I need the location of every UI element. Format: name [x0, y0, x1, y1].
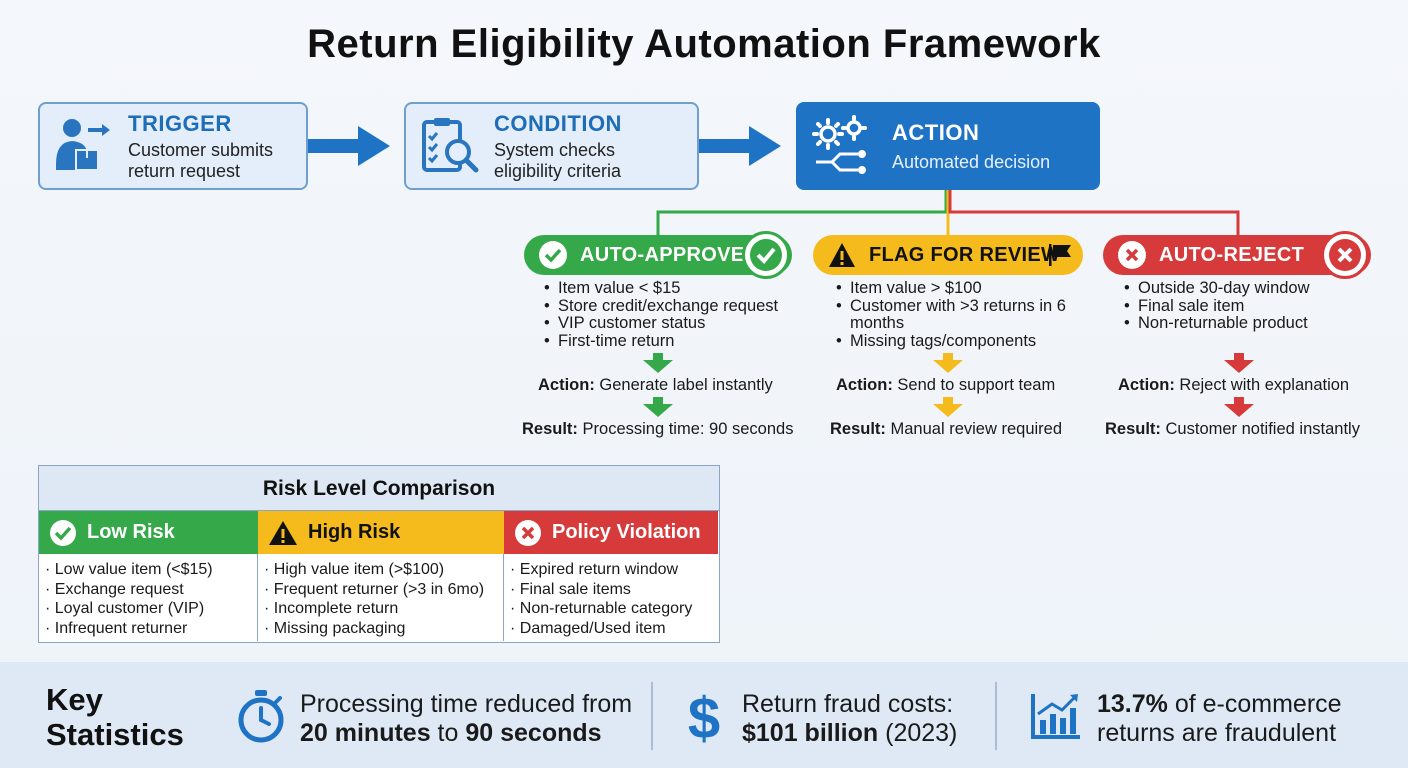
review-action: Action: Send to support team — [836, 376, 1056, 394]
condition-line1: System checks — [494, 139, 616, 160]
list-item: · Loyal customer (VIP) — [45, 600, 205, 617]
reject-result: Result: Customer notified instantly — [1105, 420, 1360, 438]
auto-approve-label: AUTO-APPROVE — [580, 243, 745, 266]
review-result: Result: Manual review required — [830, 420, 1063, 438]
list-item: Non-returnable product — [1124, 314, 1364, 333]
approve-result: Result: Processing time: 90 seconds — [522, 420, 794, 438]
gears-branch-icon — [812, 115, 867, 174]
list-item: · Exchange request — [45, 580, 184, 598]
flag-icon — [1049, 244, 1071, 266]
risk-header-low: Low Risk — [39, 511, 258, 554]
clipboard-search-icon — [422, 118, 479, 173]
person-box-icon — [56, 119, 110, 171]
arrow-right-icon — [308, 126, 390, 166]
list-item: Customer with >3 returns in 6 months — [836, 297, 1076, 333]
warning-icon — [269, 520, 297, 545]
approve-action: Action: Generate label instantly — [538, 376, 773, 394]
condition-heading: CONDITION — [494, 110, 622, 136]
risk-cell-policy: · Expired return window · Final sale ite… — [504, 554, 718, 641]
risk-header-high: High Risk — [258, 511, 504, 554]
list-item: · Damaged/Used item — [510, 619, 666, 637]
list-item: Outside 30-day window — [1124, 279, 1364, 298]
warning-icon — [829, 243, 855, 267]
arrow-down-icon — [643, 397, 673, 417]
risk-header-policy: Policy Violation — [504, 511, 718, 554]
branch-connectors — [656, 190, 1240, 236]
risk-table-body: · Low value item (<$15) · Exchange reque… — [39, 554, 719, 641]
condition-line2: eligibility criteria — [494, 160, 622, 181]
condition-box: CONDITION System checks eligibility crit… — [404, 102, 699, 190]
list-item: Item value > $100 — [836, 279, 1076, 298]
arrow-down-icon — [643, 353, 673, 373]
list-item: · Incomplete return — [264, 600, 399, 617]
risk-cell-high: · High value item (>$100) · Frequent ret… — [258, 554, 504, 641]
list-item: · Final sale items — [510, 580, 631, 598]
x-circle-icon — [1321, 231, 1369, 279]
divider — [651, 682, 653, 750]
list-item: Store credit/exchange request — [544, 297, 794, 316]
check-circle-icon — [539, 241, 567, 269]
key-statistics-bar — [0, 662, 1408, 768]
auto-reject-label: AUTO-REJECT — [1159, 243, 1305, 266]
list-item: Item value < $15 — [544, 279, 794, 298]
review-criteria-list: Item value > $100 Customer with >3 retur… — [836, 279, 1076, 351]
risk-table-title: Risk Level Comparison — [39, 466, 719, 511]
risk-cell-low: · Low value item (<$15) · Exchange reque… — [39, 554, 258, 641]
arrow-down-icon — [1224, 397, 1254, 417]
trigger-box: TRIGGER Customer submits return request — [38, 102, 308, 190]
trigger-line2: return request — [128, 160, 241, 181]
dollar-icon: $ — [688, 688, 720, 748]
key-statistics-heading: Key Statistics — [46, 682, 184, 752]
approve-criteria-list: Item value < $15 Store credit/exchange r… — [544, 279, 794, 351]
list-item: Missing tags/components — [836, 332, 1076, 351]
list-item: · Frequent returner (>3 in 6mo) — [264, 580, 485, 598]
reject-action: Action: Reject with explanation — [1118, 376, 1350, 394]
list-item: · Expired return window — [510, 561, 679, 578]
arrow-right-icon — [699, 126, 781, 166]
list-item: · High value item (>$100) — [264, 561, 445, 578]
risk-table-header: Low Risk High Risk Policy Violation — [39, 511, 719, 554]
list-item: VIP customer status — [544, 314, 794, 333]
risk-comparison-table: Risk Level Comparison Low Risk High Risk… — [38, 465, 720, 643]
action-line1: Automated decision — [892, 151, 1051, 172]
arrow-down-icon — [1224, 353, 1254, 373]
list-item: Final sale item — [1124, 297, 1364, 316]
list-item: · Non-returnable category — [510, 600, 693, 617]
auto-approve-badge: AUTO-APPROVE — [524, 231, 792, 279]
reject-criteria-list: Outside 30-day window Final sale item No… — [1124, 279, 1364, 333]
x-circle-icon — [1118, 241, 1146, 269]
arrow-down-icon — [933, 353, 963, 373]
list-item: First-time return — [544, 332, 794, 351]
stat-fraud-costs: Return fraud costs: $101 billion (2023) — [742, 690, 958, 747]
check-circle-icon — [50, 519, 76, 546]
flag-review-label: FLAG FOR REVIEW — [869, 243, 1061, 266]
list-item: · Infrequent returner — [45, 619, 188, 637]
stat-fraud-rate: 13.7% of e-commerce returns are fraudule… — [1097, 690, 1342, 747]
chart-up-icon — [1031, 694, 1080, 739]
stat-processing-time: Processing time reduced from 20 minutes … — [300, 690, 633, 747]
list-item: · Low value item (<$15) — [45, 561, 213, 578]
stopwatch-icon — [238, 690, 284, 743]
auto-reject-badge: AUTO-REJECT — [1103, 231, 1371, 279]
svg-text:$: $ — [688, 688, 720, 748]
divider — [995, 682, 997, 750]
action-box: ACTION Automated decision — [796, 102, 1100, 190]
x-circle-icon — [515, 519, 541, 546]
action-heading: ACTION — [892, 119, 980, 145]
page-title: Return Eligibility Automation Framework — [307, 22, 1101, 66]
list-item: · Missing packaging — [264, 619, 406, 637]
trigger-heading: TRIGGER — [128, 110, 232, 136]
check-circle-icon — [742, 231, 790, 279]
arrow-down-icon — [933, 397, 963, 417]
trigger-line1: Customer submits — [128, 139, 274, 160]
flag-review-badge: FLAG FOR REVIEW — [813, 235, 1083, 275]
